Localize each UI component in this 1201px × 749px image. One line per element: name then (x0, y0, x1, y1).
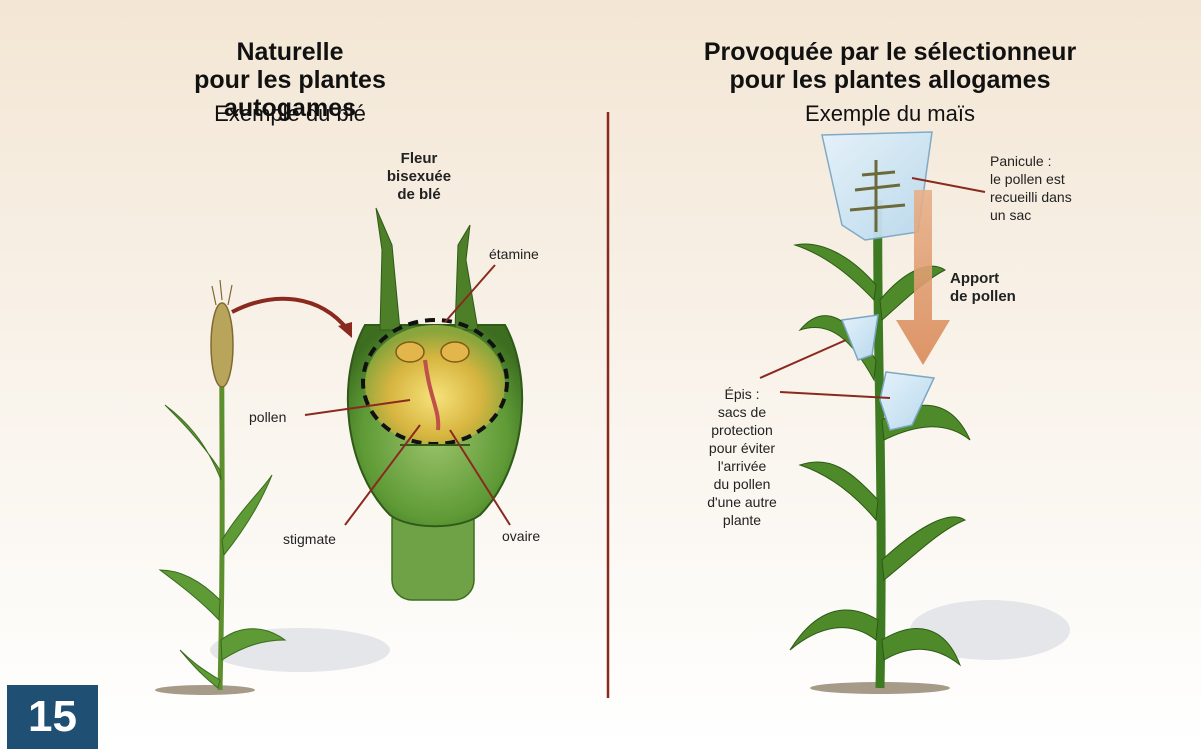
wheat-leaf (160, 570, 220, 620)
leader-epis (760, 340, 846, 378)
maize-leaf (882, 517, 965, 580)
wheat-flower-illustration (305, 208, 522, 600)
wheat-leaf (165, 405, 221, 480)
epis-line6: du pollen (692, 475, 792, 493)
label-pollen: pollen (249, 408, 286, 426)
epis-line4: pour éviter (692, 439, 792, 457)
flower-label: Fleur bisexuée de blé (372, 150, 466, 204)
wheat-awns (212, 280, 232, 305)
glume-right (455, 225, 478, 330)
label-panicule: Panicule : le pollen est recueilli dans … (990, 152, 1072, 224)
figure-number-badge: 15 (7, 685, 98, 749)
apport-line2: de pollen (950, 288, 1016, 306)
label-stigmate: stigmate (283, 530, 336, 548)
panicule-line3: recueilli dans (990, 188, 1072, 206)
maize-leaf (880, 266, 945, 320)
panicule-line1: Panicule : (990, 152, 1072, 170)
zoom-arrow (232, 299, 348, 330)
label-epis: Épis : sacs de protection pour éviter l'… (692, 385, 792, 529)
epis-line7: d'une autre (692, 493, 792, 511)
wheat-ear (211, 303, 233, 387)
epis-line5: l'arrivée (692, 457, 792, 475)
flower-label-line3: de blé (372, 186, 466, 204)
wheat-plant-illustration (155, 280, 390, 695)
right-panel-subtitle: Exemple du maïs (730, 101, 1050, 127)
wheat-leaf (222, 475, 272, 555)
glume-left (376, 208, 400, 330)
wheat-soil (155, 685, 255, 695)
panicule-line2: le pollen est (990, 170, 1072, 188)
label-etamine: étamine (489, 245, 539, 263)
epis-line3: protection (692, 421, 792, 439)
maize-leaf (800, 462, 878, 520)
right-panel-title: Provoquée par le sélectionneur pour les … (660, 38, 1120, 94)
leader-epis (780, 392, 890, 398)
maize-stem (878, 200, 881, 688)
anther (396, 342, 424, 362)
flower-label-line2: bisexuée (372, 168, 466, 186)
epis-line8: plante (692, 511, 792, 529)
flower-label-line1: Fleur (372, 150, 466, 168)
left-panel-subtitle: Exemple du blé (130, 101, 450, 127)
apport-line1: Apport (950, 270, 1016, 288)
epis-line1: Épis : (692, 385, 792, 403)
panicule-line4: un sac (990, 206, 1072, 224)
label-apport-pollen: Apport de pollen (950, 270, 1016, 306)
maize-leaf (790, 610, 878, 650)
label-ovaire: ovaire (502, 527, 540, 545)
right-title-line2: pour les plantes allogames (660, 66, 1120, 94)
right-title-line1: Provoquée par le sélectionneur (660, 38, 1120, 66)
left-title-line1: Naturelle (130, 38, 450, 66)
maize-leaf (795, 244, 876, 300)
anther (441, 342, 469, 362)
zoom-arrow-head (338, 322, 352, 338)
epis-line2: sacs de (692, 403, 792, 421)
